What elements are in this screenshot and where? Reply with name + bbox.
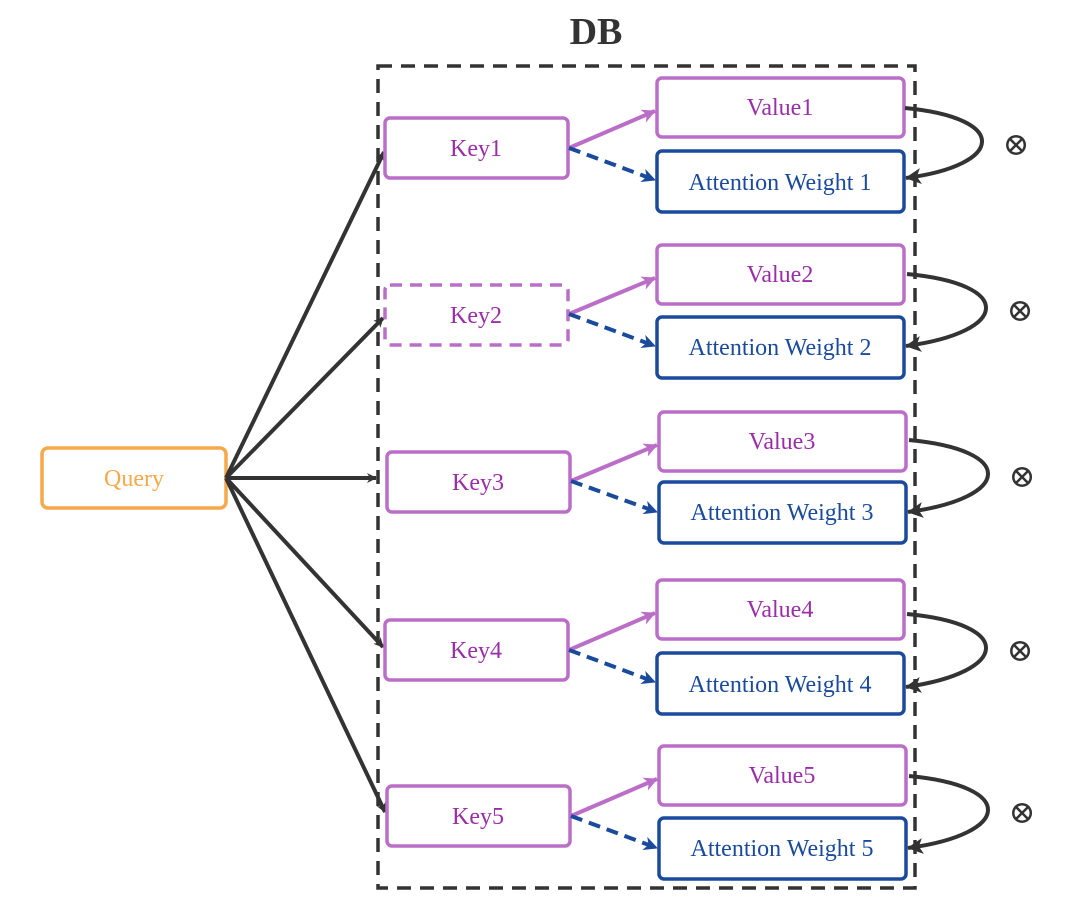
multiply-icon-1: ⊗ xyxy=(1003,126,1030,162)
value2-label: Value2 xyxy=(747,262,814,288)
value5-node xyxy=(657,744,908,807)
row-2: Key2 Value2 Attention Weight 2 ⊗ xyxy=(383,243,1034,380)
value4-to-weight4-curve xyxy=(905,612,988,693)
key4-to-weight4-arrow xyxy=(568,648,656,685)
value2-to-weight2-curve xyxy=(905,272,988,352)
value3-node xyxy=(657,410,908,473)
value3-label: Value3 xyxy=(749,429,816,455)
query-node: Query xyxy=(40,446,228,510)
attention-weight-1-label: Attention Weight 1 xyxy=(689,170,872,196)
key1-label: Key1 xyxy=(450,136,502,162)
key2-to-value2-arrow xyxy=(568,276,656,316)
multiply-icon-2: ⊗ xyxy=(1007,292,1034,328)
key5-label: Key5 xyxy=(452,804,504,830)
value1-to-weight1-curve xyxy=(904,106,984,184)
diagram-title: DB xyxy=(570,11,623,53)
value5-to-weight5-curve xyxy=(907,774,990,854)
key2-label: Key2 xyxy=(450,303,502,329)
value5-label: Value5 xyxy=(749,763,816,789)
multiply-icon-4: ⊗ xyxy=(1007,632,1034,668)
key4-label: Key4 xyxy=(450,638,502,664)
key4-node xyxy=(383,618,570,682)
key3-to-weight3-arrow xyxy=(570,479,658,515)
value4-label: Value4 xyxy=(747,597,814,623)
key3-node xyxy=(385,450,572,514)
query-to-key2-arrow xyxy=(224,316,385,480)
attention-weight-2-label: Attention Weight 2 xyxy=(689,335,872,361)
value4-node xyxy=(655,578,906,641)
attention-weight-4-node xyxy=(655,651,906,716)
value3-to-weight3-curve xyxy=(907,438,990,518)
key1-node xyxy=(383,116,570,180)
key3-to-value3-arrow xyxy=(570,443,658,483)
attention-weight-3-label: Attention Weight 3 xyxy=(691,500,874,526)
query-to-key5-arrow xyxy=(224,477,387,813)
key5-to-weight5-arrow xyxy=(570,814,658,851)
key5-node xyxy=(385,784,572,848)
attention-weight-5-node xyxy=(657,816,908,881)
query-label: Query xyxy=(104,466,164,492)
key1-to-weight1-arrow xyxy=(568,146,656,183)
attention-weight-4-label: Attention Weight 4 xyxy=(689,672,872,698)
key2-to-weight2-arrow xyxy=(568,312,656,349)
key5-to-value5-arrow xyxy=(570,777,658,818)
query-to-key1-arrow xyxy=(224,151,386,479)
value1-node xyxy=(655,76,906,139)
key4-to-value4-arrow xyxy=(568,611,656,652)
value2-node xyxy=(655,243,906,306)
db-container xyxy=(376,64,917,890)
attention-weight-2-node xyxy=(655,315,906,380)
multiply-icon-5: ⊗ xyxy=(1009,794,1036,830)
key1-to-value1-arrow xyxy=(568,109,656,150)
row-3: Key3 Value3 Attention Weight 3 ⊗ xyxy=(385,410,1036,545)
value1-label: Value1 xyxy=(747,95,814,121)
attention-weight-5-label: Attention Weight 5 xyxy=(691,836,874,862)
key3-label: Key3 xyxy=(452,470,504,496)
attention-weight-1-node xyxy=(655,149,906,214)
row-4: Key4 Value4 Attention Weight 4 ⊗ xyxy=(383,578,1034,716)
key2-node xyxy=(383,283,570,347)
row-5: Key5 Value5 Attention Weight 5 ⊗ xyxy=(385,744,1036,881)
query-to-key-arrows xyxy=(224,151,387,813)
query-to-key4-arrow xyxy=(224,476,385,649)
attention-weight-3-node xyxy=(657,480,908,545)
multiply-icon-3: ⊗ xyxy=(1009,458,1036,494)
row-1: Key1 Value1 Attention Weight 1 ⊗ xyxy=(383,76,1030,214)
